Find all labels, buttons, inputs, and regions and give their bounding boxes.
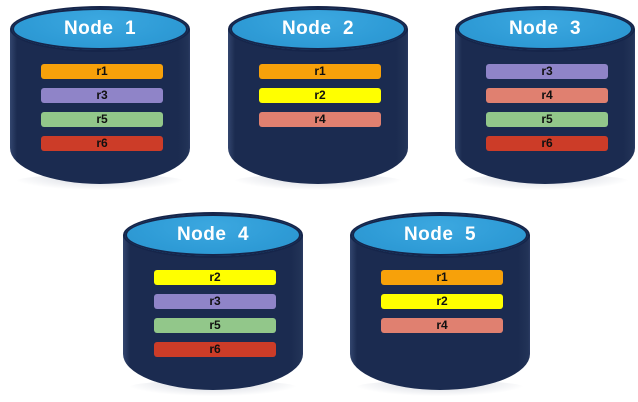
replica-bar-r6[interactable]: r6 [41, 136, 163, 151]
node-title: Node 2 [281, 18, 355, 39]
replica-bar-r5[interactable]: r5 [41, 112, 163, 127]
replica-list: r1 r2 r4 [381, 270, 503, 333]
replica-bar-r2[interactable]: r2 [154, 270, 276, 285]
cylinder-top-ellipse [123, 212, 303, 258]
cylinder-body [228, 29, 408, 184]
cylinder-body [10, 29, 190, 184]
replica-bar-r4[interactable]: r4 [381, 318, 503, 333]
replica-list: r1 r3 r5 r6 [41, 64, 163, 151]
database-node-5[interactable]: Node 5 r1 r2 r4 [350, 212, 530, 396]
cylinder-body [123, 235, 303, 390]
node-title: Node 4 [176, 224, 250, 245]
replica-bar-r6[interactable]: r6 [486, 136, 608, 151]
replica-list: r1 r2 r4 [259, 64, 381, 127]
replica-bar-r5[interactable]: r5 [154, 318, 276, 333]
replica-list: r3 r4 r5 r6 [486, 64, 608, 151]
replica-bar-r4[interactable]: r4 [486, 88, 608, 103]
replica-bar-r1[interactable]: r1 [41, 64, 163, 79]
node-title: Node 1 [63, 18, 137, 39]
replica-bar-r5[interactable]: r5 [486, 112, 608, 127]
replica-bar-r6[interactable]: r6 [154, 342, 276, 357]
replica-bar-r3[interactable]: r3 [41, 88, 163, 103]
replica-bar-r2[interactable]: r2 [381, 294, 503, 309]
cylinder-top-ellipse [350, 212, 530, 258]
replica-list: r2 r3 r5 r6 [154, 270, 276, 357]
cylinder-body [455, 29, 635, 184]
replica-bar-r3[interactable]: r3 [486, 64, 608, 79]
replica-bar-r1[interactable]: r1 [381, 270, 503, 285]
node-title: Node 5 [403, 224, 477, 245]
replica-bar-r3[interactable]: r3 [154, 294, 276, 309]
cylinder-top-ellipse [228, 6, 408, 52]
replica-bar-r2[interactable]: r2 [259, 88, 381, 103]
database-node-3[interactable]: Node 3 r3 r4 r5 r6 [455, 6, 635, 190]
node-title: Node 3 [508, 18, 582, 39]
cylinder-top-ellipse [10, 6, 190, 52]
replica-bar-r1[interactable]: r1 [259, 64, 381, 79]
replica-bar-r4[interactable]: r4 [259, 112, 381, 127]
cylinder-body [350, 235, 530, 390]
database-node-2[interactable]: Node 2 r1 r2 r4 [228, 6, 408, 190]
database-node-1[interactable]: Node 1 r1 r3 r5 r6 [10, 6, 190, 190]
database-node-4[interactable]: Node 4 r2 r3 r5 r6 [123, 212, 303, 396]
cylinder-top-ellipse [455, 6, 635, 52]
